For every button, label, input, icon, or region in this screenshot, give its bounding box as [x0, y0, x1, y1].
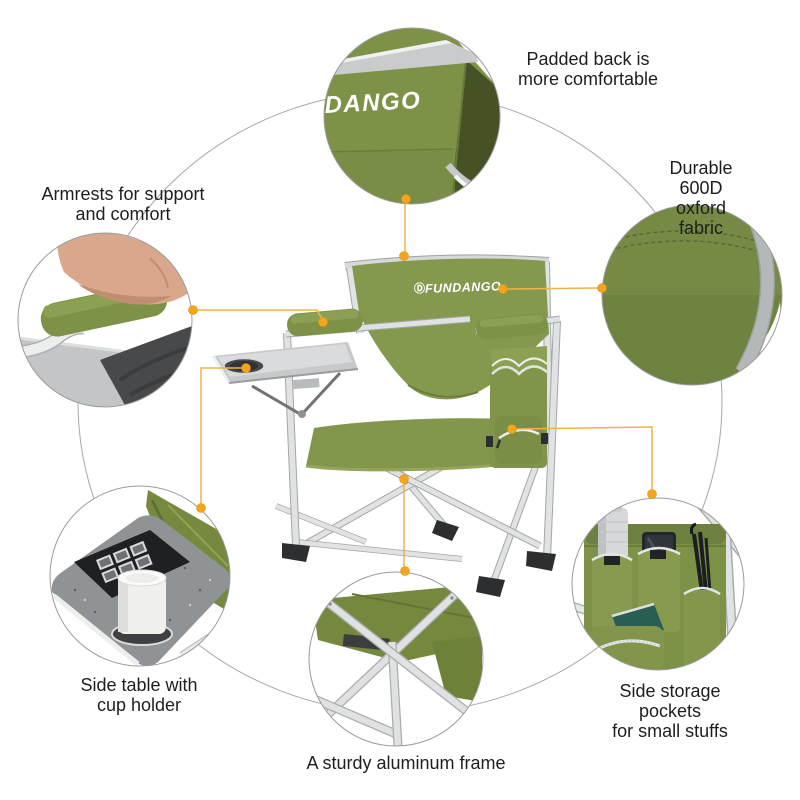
dot-armrests-photo: [188, 305, 198, 315]
callout-photo-side-table: [49, 485, 231, 667]
callout-label-pockets: Side storage pockets for small stuffs: [612, 681, 728, 741]
callout-photo-storage-pockets: [571, 497, 745, 671]
connector-armrests: [196, 309, 323, 320]
dot-side-table-photo: [196, 503, 206, 513]
connector-pockets: [514, 426, 653, 491]
callout-label-frame: A sturdy aluminum frame: [306, 753, 506, 773]
connector-side-table: [200, 367, 243, 505]
callout-label-padded-back: Padded back is more comfortable: [517, 49, 659, 89]
fundango-logo-icon: Ⓓ: [414, 281, 425, 295]
dot-pockets-chair: [507, 424, 517, 434]
dot-durable-fabric-photo: [597, 283, 607, 293]
connector-lines: [196, 201, 653, 568]
dot-side-table-chair: [241, 363, 251, 373]
dot-armrests-chair: [318, 317, 328, 327]
callout-photo-padded-back: DANGO: [323, 27, 501, 205]
dot-frame-photo: [400, 566, 410, 576]
partial-brand-logo-text: DANGO: [324, 87, 422, 119]
dot-frame-chair: [399, 474, 409, 484]
chair-right-armrest-pad: [476, 313, 548, 340]
connector-durable-fabric: [505, 287, 600, 290]
chair-illustration: Ⓓ FUNDANGO: [211, 254, 561, 597]
photo-album: [96, 540, 153, 584]
callout-photo-oxford-fabric: [601, 204, 783, 386]
callout-photo-aluminum-frame: [308, 571, 484, 747]
connector-dots: [188, 194, 657, 576]
callout-label-durable-fabric: Durable 600D oxford fabric: [669, 158, 733, 238]
callout-label-armrests: Armrests for support and comfort: [41, 184, 205, 224]
chair-brand-label: FUNDANGO: [425, 279, 502, 296]
callout-photo-armrest: [17, 232, 193, 408]
dot-padded-back-photo: [401, 194, 411, 204]
chair-seat: [306, 418, 532, 470]
dot-pockets-photo: [647, 489, 657, 499]
dot-durable-fabric-chair: [498, 284, 508, 294]
callout-label-side-table: Side table with cup holder: [80, 675, 198, 715]
dot-padded-back-chair: [399, 251, 409, 261]
